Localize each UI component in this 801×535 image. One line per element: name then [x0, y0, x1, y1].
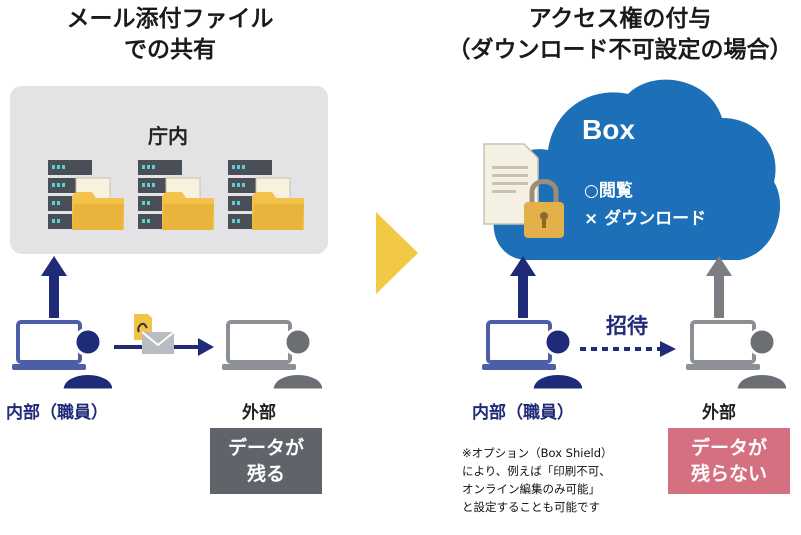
server-folder-group-3 [228, 160, 304, 230]
left-title-line1: メール添付ファイル [66, 6, 274, 32]
left-title-line2: での共有 [124, 37, 216, 63]
upload-arrow-right-internal [510, 256, 536, 318]
note-line: ※オプション（Box Shield） [462, 446, 613, 460]
right-title: アクセス権の付与 （ダウンロード不可設定の場合） [440, 4, 800, 66]
chevron-right-icon [376, 212, 418, 294]
server-folder-group-1 [48, 160, 124, 230]
document-icon [483, 143, 539, 225]
right-internal-label: 内部（職員） [472, 403, 574, 423]
person-icon [270, 327, 322, 390]
cloud-name: Box [582, 114, 635, 145]
note-text: ※オプション（Box Shield） により、例えば「印刷不可、 オンライン編集… [462, 444, 613, 516]
perm-view: ○閲覧 [584, 181, 633, 201]
left-result-line2: 残る [246, 463, 285, 485]
left-result-box: データが 残る [210, 428, 322, 494]
folder-icon [72, 177, 124, 230]
invite-label: 招待 [606, 314, 648, 338]
mail-attachment-flow [114, 314, 214, 356]
left-internal-label: 内部（職員） [6, 403, 108, 423]
note-line: により、例えば「印刷不可、 [462, 464, 611, 478]
folder-icon [162, 177, 214, 230]
right-result-box: データが 残らない [668, 428, 790, 494]
person-icon [734, 327, 786, 390]
invite-arrow [580, 341, 676, 357]
right-result-line1: データが [690, 437, 767, 459]
left-title: メール添付ファイル での共有 [40, 4, 300, 66]
left-external-label: 外部 [242, 403, 276, 423]
person-icon [530, 327, 582, 390]
envelope-icon [141, 331, 175, 354]
laptop-icon [686, 320, 760, 370]
right-external-label: 外部 [702, 403, 736, 423]
cloud-icon [493, 79, 781, 261]
right-title-line1: アクセス権の付与 [528, 6, 712, 32]
send-arrow-icon [114, 338, 214, 356]
external-user-left [222, 320, 322, 390]
right-result-line2: 残らない [690, 463, 767, 485]
server-folder-group-2 [138, 160, 214, 230]
locked-document [483, 143, 564, 238]
note-line: と設定することも可能です [462, 500, 600, 514]
upload-arrow-left [41, 256, 67, 318]
upload-arrow-right-external [706, 256, 732, 318]
padlock-icon [524, 179, 564, 238]
note-line: オンライン編集のみ可能」 [462, 482, 600, 496]
external-user-right [686, 320, 786, 390]
perm-download: × ダウンロード [584, 209, 707, 229]
person-icon [60, 327, 112, 390]
folder-icon [252, 177, 304, 230]
internal-user-left [12, 320, 112, 390]
agency-label: 庁内 [148, 124, 188, 148]
left-result-line1: データが [227, 437, 304, 459]
internal-user-right [482, 320, 582, 390]
right-title-line2: （ダウンロード不可設定の場合） [447, 37, 793, 63]
